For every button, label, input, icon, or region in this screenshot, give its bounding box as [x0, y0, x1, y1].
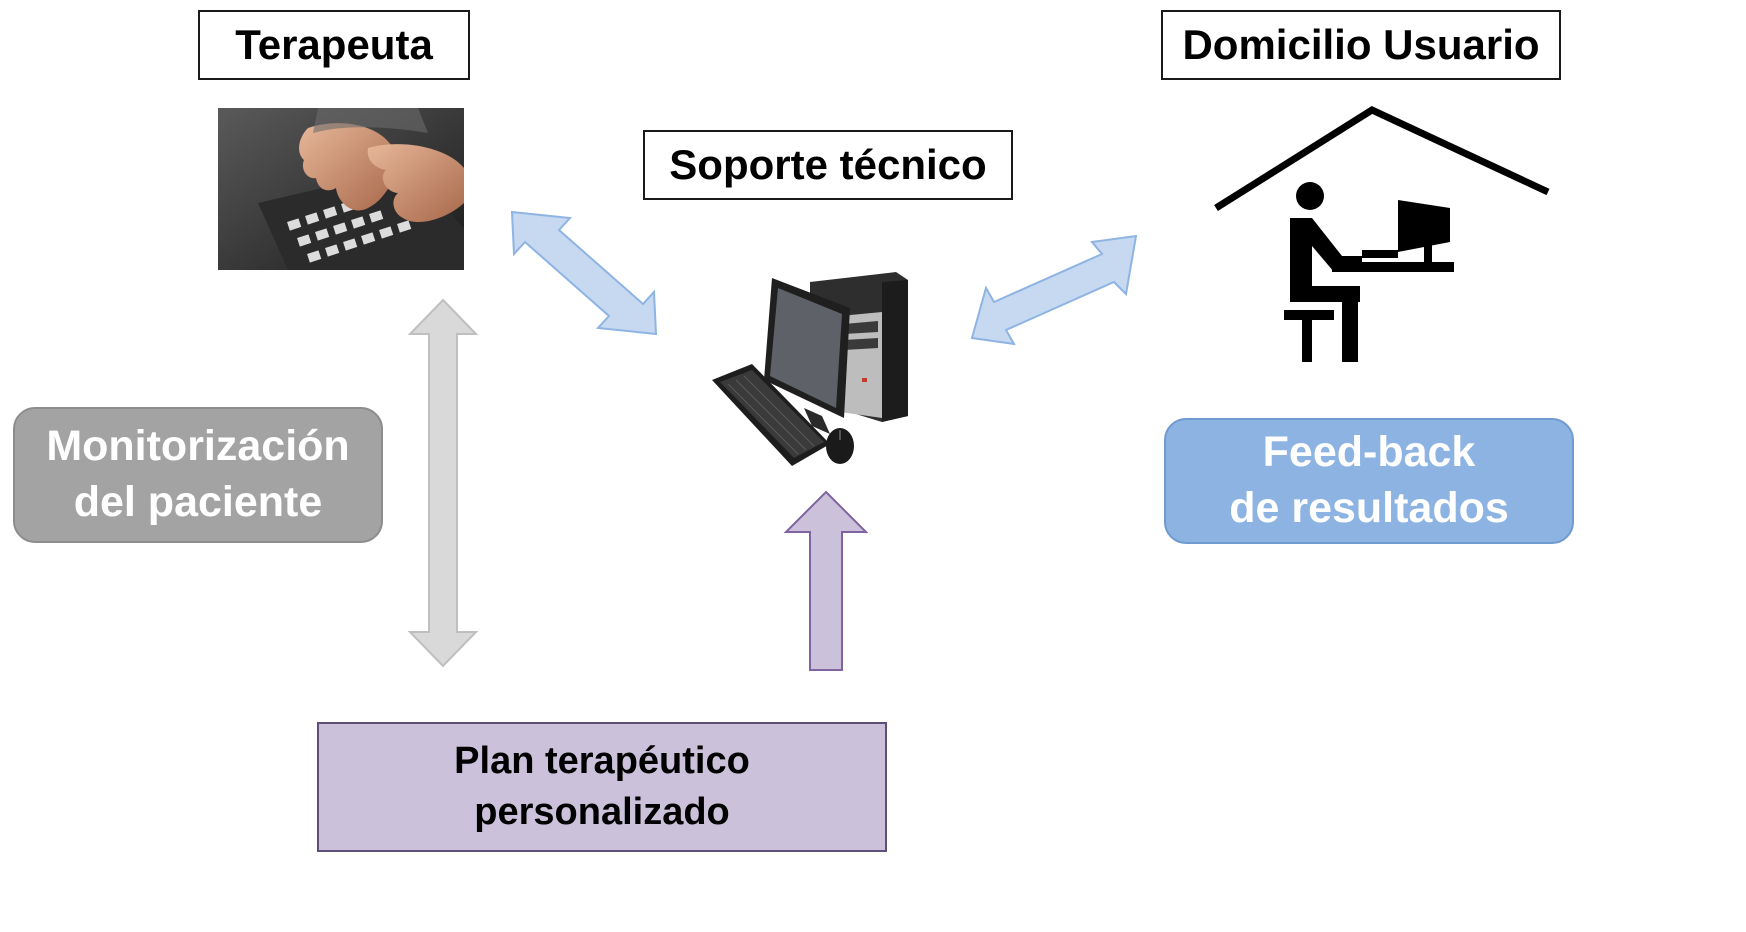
- home-support-double-arrow: [970, 234, 1138, 346]
- therapeutic-plan-box: Plan terapéutico personalizado: [317, 722, 887, 852]
- home-label: Domicilio Usuario: [1161, 10, 1561, 80]
- plan-line2: personalizado: [474, 791, 730, 833]
- feedback-line2: de resultados: [1229, 484, 1509, 532]
- support-label: Soporte técnico: [643, 130, 1013, 200]
- monitoring-line1: Monitorización: [46, 422, 350, 471]
- therapist-label: Terapeuta: [198, 10, 470, 80]
- feedback-box: Feed-back de resultados: [1164, 418, 1574, 544]
- feedback-line1: Feed-back: [1262, 428, 1476, 477]
- plan-up-arrow: [783, 490, 869, 671]
- monitoring-box: Monitorización del paciente: [13, 407, 383, 543]
- desktop-computer-icon: [712, 272, 908, 466]
- monitoring-double-arrow: [407, 298, 479, 668]
- therapist-support-double-arrow: [510, 210, 658, 336]
- home-user-icon: [1214, 106, 1550, 362]
- plan-line1: Plan terapéutico: [454, 739, 750, 782]
- hands-typing-icon: [218, 108, 464, 270]
- monitoring-line2: del paciente: [73, 478, 323, 526]
